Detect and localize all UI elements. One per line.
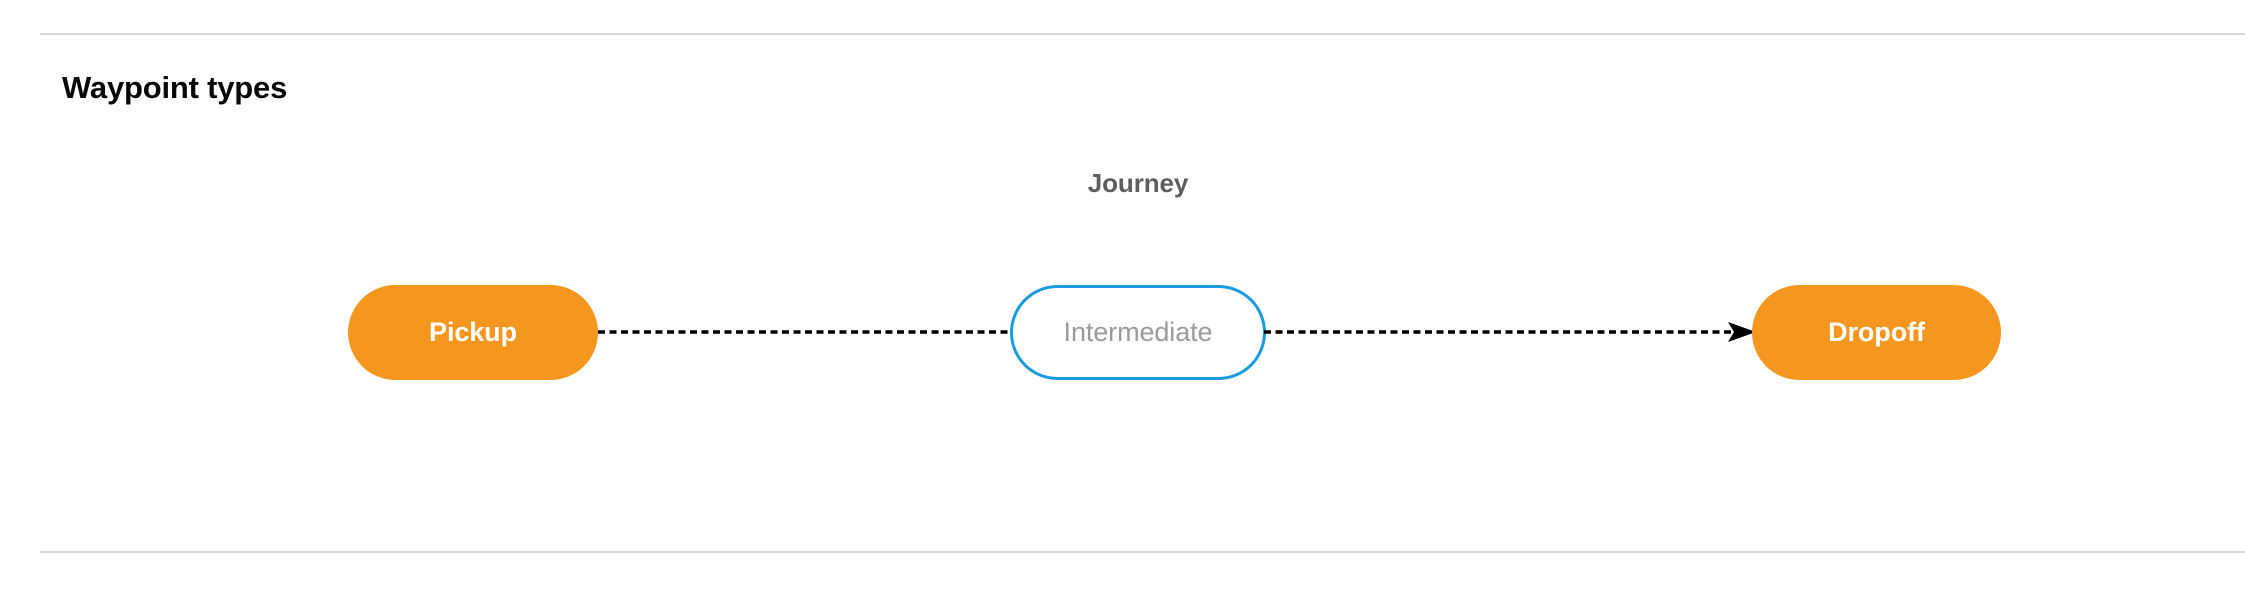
section-divider-top	[40, 33, 2245, 35]
node-intermediate[interactable]: Intermediate	[1010, 285, 1266, 380]
arrowhead-icon	[1728, 322, 1756, 342]
node-pickup-label: Pickup	[429, 317, 517, 347]
connector-intermediate-to-dropoff	[1264, 318, 1756, 346]
node-dropoff-label: Dropoff	[1828, 317, 1925, 347]
node-dropoff[interactable]: Dropoff	[1752, 285, 2001, 380]
node-pickup[interactable]: Pickup	[348, 285, 598, 380]
node-intermediate-label: Intermediate	[1063, 317, 1213, 347]
page-title: Waypoint types	[62, 70, 288, 105]
connector-pickup-to-intermediate	[598, 318, 1012, 346]
journey-group-label: Journey	[1087, 168, 1189, 198]
section-divider-bottom	[40, 551, 2245, 553]
